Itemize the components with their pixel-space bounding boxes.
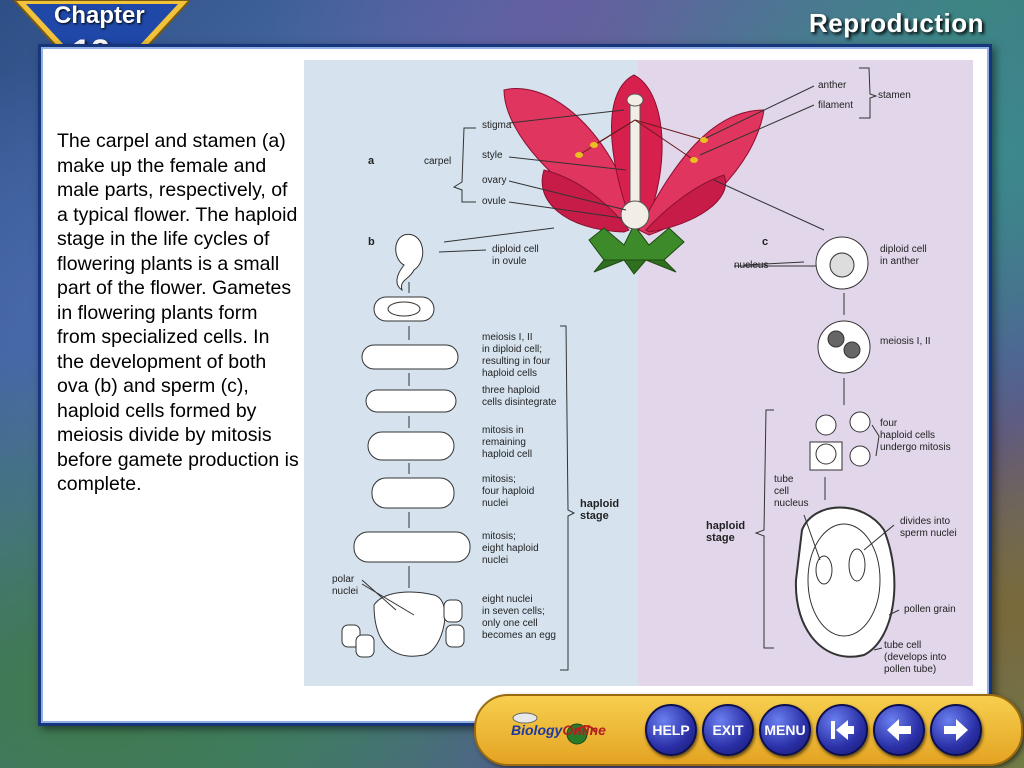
pollen-grain-label: pollen grain: [904, 604, 956, 615]
flower-illustration: [503, 74, 765, 275]
back-button[interactable]: [873, 704, 925, 756]
logo-main: Biology: [511, 722, 563, 738]
filament-label: filament: [818, 100, 854, 111]
skip-back-icon: [831, 720, 854, 740]
anther-label: anther: [818, 80, 847, 91]
back-arrow-icon: [887, 719, 911, 741]
pollen-development: [794, 236, 896, 658]
four-haploid-label: four haploid cells undergo mitosis: [880, 418, 951, 453]
stigma-label: stigma: [482, 120, 512, 131]
mitosis-remaining-label: mitosis in remaining haploid cell: [482, 425, 533, 460]
meiosis-ovule-label: meiosis I, II in diploid cell; resulting…: [482, 332, 551, 379]
stamen-label: stamen: [878, 90, 911, 101]
menu-button[interactable]: MENU: [759, 704, 811, 756]
ovule-development: [341, 234, 471, 658]
body-text: The carpel and stamen (a) make up the fe…: [57, 130, 299, 495]
part-a-letter: a: [368, 155, 375, 167]
ovary-label: ovary: [482, 175, 507, 186]
mitosis-four-label: mitosis; four haploid nuclei: [482, 474, 535, 509]
meiosis-anther-label: meiosis I, II: [880, 336, 931, 347]
reproduction-figure: a carpel stigma style ovary ovule anther…: [304, 60, 973, 686]
forward-arrow-icon: [944, 719, 968, 741]
page-title: Reproduction: [809, 8, 984, 38]
part-c-letter: c: [762, 236, 769, 248]
figure-drawing: [341, 67, 900, 671]
logo-accent: Online: [562, 722, 606, 738]
ovule-label: ovule: [482, 196, 506, 207]
skip-back-button[interactable]: [816, 704, 868, 756]
haploid-stage-pollen-label: haploid stage: [706, 520, 746, 544]
eight-nuclei-label: eight nuclei in seven cells; only one ce…: [482, 594, 556, 641]
exit-button[interactable]: EXIT: [702, 704, 754, 756]
help-button[interactable]: HELP: [645, 704, 697, 756]
three-disintegrate-label: three haploid cells disintegrate: [482, 385, 557, 408]
chapter-label: Chapter: [54, 2, 145, 29]
nucleus-label: nucleus: [734, 260, 769, 271]
carpel-label: carpel: [424, 156, 452, 167]
tube-cell-label: tube cell (develops into pollen tube): [884, 640, 947, 675]
part-b-letter: b: [368, 236, 375, 248]
polar-nuclei-label: polar nuclei: [332, 574, 359, 597]
biology-online-logo[interactable]: [505, 710, 635, 750]
style-label: style: [482, 150, 503, 161]
forward-button[interactable]: [930, 704, 982, 756]
tube-cell-nucleus-label: tube cell nucleus: [774, 474, 809, 509]
diploid-cell-anther-label: diploid cell in anther: [880, 244, 927, 267]
logo-text: BiologyOnline: [511, 722, 606, 738]
diploid-cell-ovule-label: diploid cell in ovule: [492, 244, 539, 267]
haploid-stage-ovule-label: haploid stage: [580, 498, 620, 522]
mitosis-eight-label: mitosis; eight haploid nuclei: [482, 531, 539, 566]
divides-label: divides into sperm nuclei: [900, 516, 957, 539]
